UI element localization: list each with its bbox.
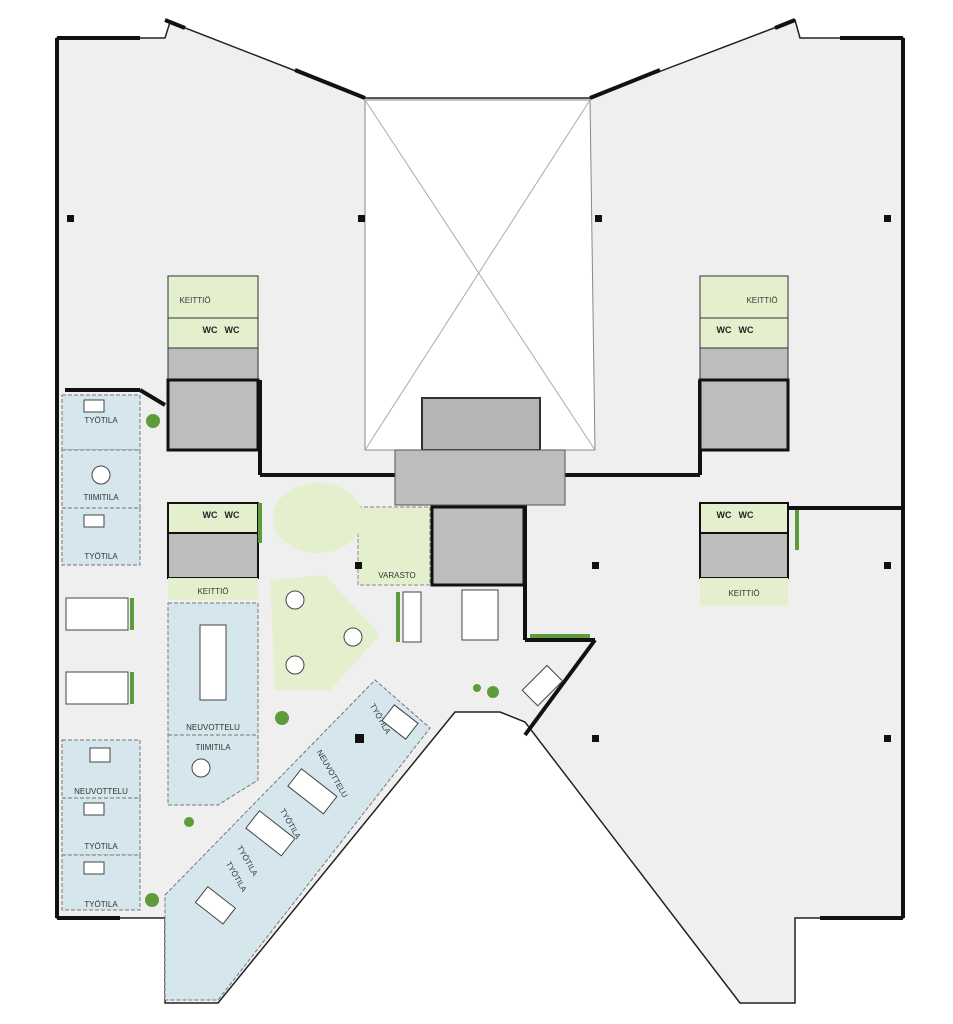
- storage-label: VARASTO: [378, 571, 416, 580]
- team-room-label: TIIMITILA: [83, 493, 119, 502]
- diagonal-workspaces: [164, 679, 431, 1001]
- stair-core-center: [430, 505, 526, 587]
- shaft: [167, 532, 259, 579]
- wc-label: WC: [739, 325, 754, 335]
- meeting-room-middle: [167, 602, 259, 806]
- left-rooms-upper: [61, 394, 141, 566]
- lobby: [394, 449, 566, 506]
- wc-label: WC: [203, 510, 218, 520]
- wc-label: WC: [717, 325, 732, 335]
- wc-label: WC: [739, 510, 754, 520]
- meeting-label: NEUVOTTELU: [74, 787, 128, 796]
- wc-label: WC: [717, 510, 732, 520]
- wc-block: [699, 317, 789, 349]
- elevator-core: [421, 397, 541, 451]
- kitchen-label: KEITTIÖ: [197, 587, 228, 596]
- kitchen-left-top: [167, 275, 259, 319]
- desks: [65, 399, 564, 925]
- kitchen-label: KEITTIÖ: [728, 589, 759, 598]
- workspace-label: TYÖTILA: [84, 842, 118, 851]
- kitchen-right-top: [699, 275, 789, 319]
- stair-core-left: [166, 378, 260, 452]
- shaft: [167, 347, 259, 381]
- wc-label: WC: [225, 325, 240, 335]
- kitchen-right: [700, 578, 788, 606]
- meeting-table: [199, 624, 227, 701]
- kitchen-left: [168, 578, 258, 600]
- plants: [130, 414, 799, 907]
- kitchen-label: KEITTIÖ: [179, 296, 210, 305]
- kitchen-label: KEITTIÖ: [746, 296, 777, 305]
- exterior-walls: [55, 18, 905, 920]
- shaft: [699, 347, 789, 381]
- team-room-label: TIIMITILA: [195, 743, 231, 752]
- storage-room: [357, 506, 431, 586]
- wc-block: [167, 317, 259, 349]
- workspace-label: TYÖTILA: [84, 416, 118, 425]
- stair-core-right: [698, 378, 790, 452]
- wc-block: [167, 502, 259, 534]
- meeting-label: NEUVOTTELU: [186, 723, 240, 732]
- shaft: [699, 532, 789, 579]
- left-rooms-lower: [61, 739, 141, 911]
- lounge-area: [273, 483, 363, 553]
- workspace-label: TYÖTILA: [84, 552, 118, 561]
- wc-label: WC: [203, 325, 218, 335]
- wc-label: WC: [225, 510, 240, 520]
- workspace-label: TYÖTILA: [84, 900, 118, 909]
- structural-columns: [67, 215, 891, 743]
